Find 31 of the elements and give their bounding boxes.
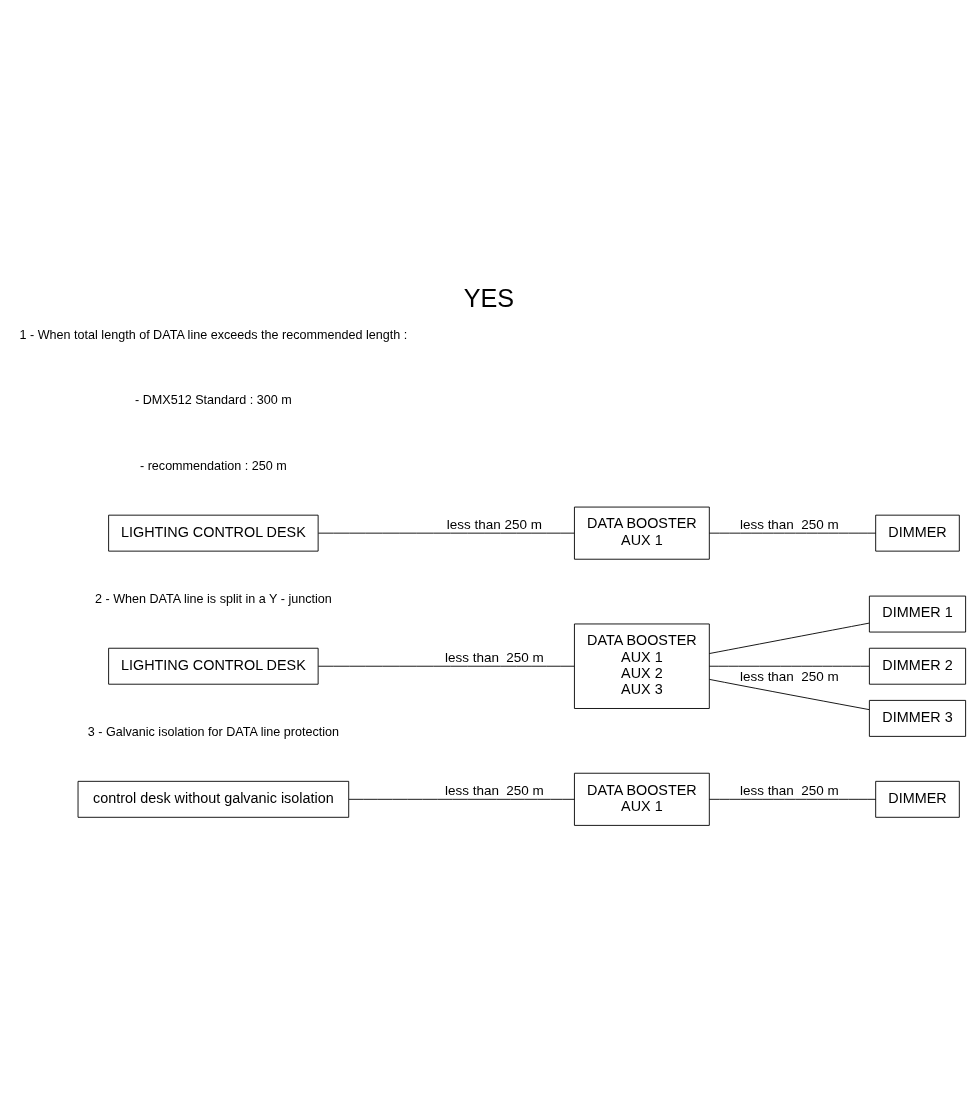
node-box: control desk without galvanic isolation [77,780,350,818]
node-box: DIMMER 3 [868,699,967,737]
label: 3 - Galvanic isolation for DATA line protection [87,724,339,739]
node-box: LIGHTING CONTROL DESK [108,514,319,552]
edge-label: less than 250 m [739,668,839,684]
label: - recommendation : 250 m [139,458,287,473]
connector [317,665,575,667]
node-box: DIMMER [875,514,960,552]
edge-label: less than 250 m [446,516,542,532]
edge-label: less than 250 m [739,516,839,532]
edge-label: less than 250 m [444,782,544,798]
node-box: DIMMER [875,780,960,818]
label: 2 - When DATA line is split in a Y - junction [94,591,332,606]
node-box: DATA BOOSTER AUX 1 [573,506,710,560]
connector [348,798,575,800]
connector [708,798,877,800]
node-box: DIMMER 2 [868,647,967,685]
connector [708,665,870,667]
node-box: DATA BOOSTER AUX 1 AUX 2 AUX 3 [573,623,710,709]
diagram-title: YES [463,283,515,312]
connector [708,532,877,534]
connector [709,678,870,710]
label: 1 - When total length of DATA line exceeds the recommended length : [19,327,408,342]
connector [708,622,870,654]
edge-label: less than 250 m [444,649,544,665]
connector [317,532,575,534]
node-box: DATA BOOSTER AUX 1 [573,772,710,826]
node-box: LIGHTING CONTROL DESK [108,647,319,685]
edge-label: less than 250 m [739,782,839,798]
node-box: DIMMER 1 [868,595,967,632]
label: - DMX512 Standard : 300 m [135,392,292,407]
